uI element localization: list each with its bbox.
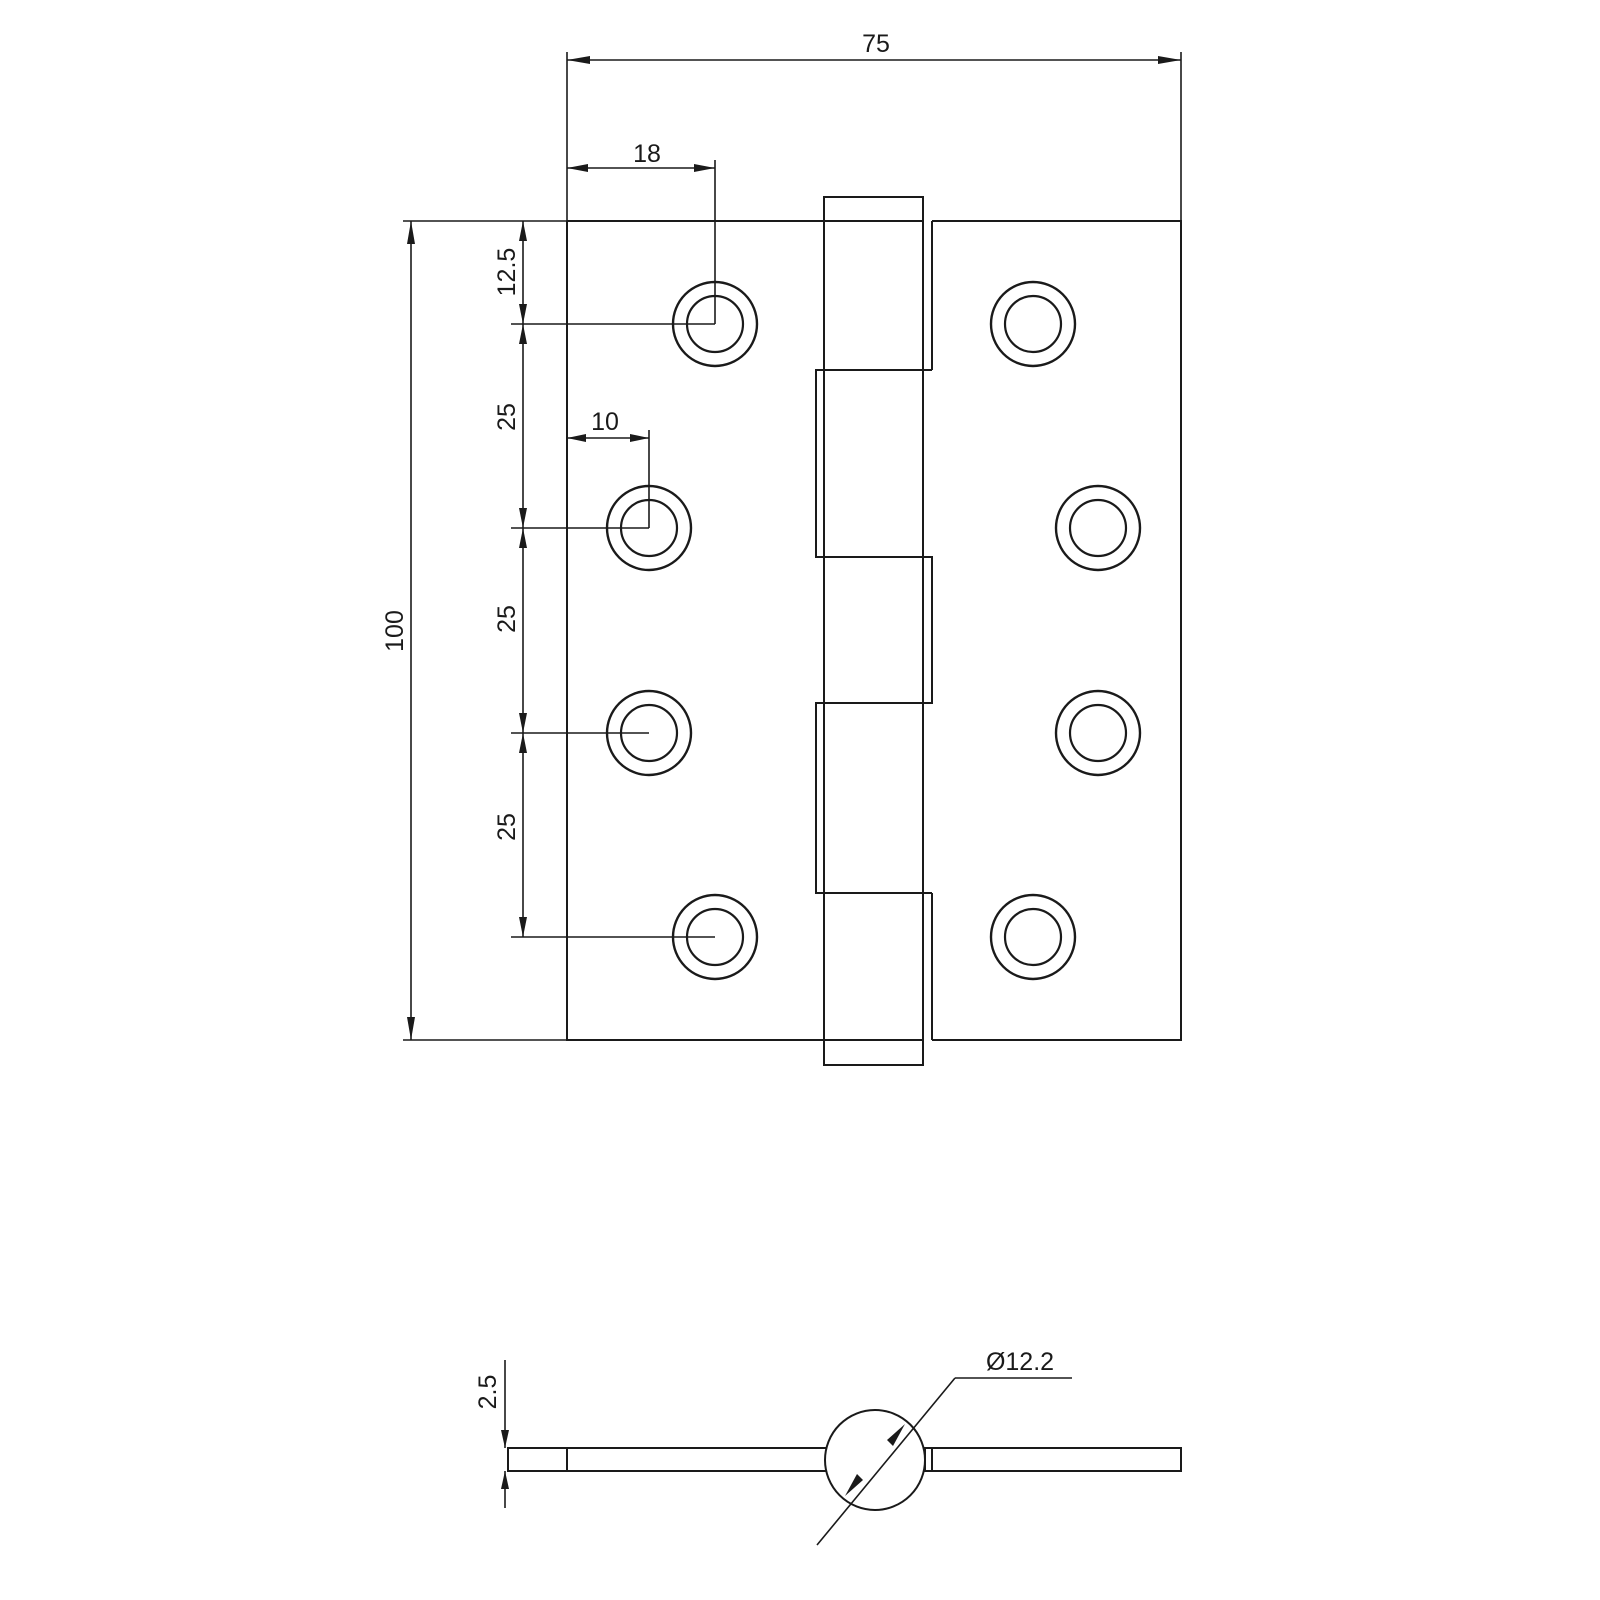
dim-hole-offset-18: 18 bbox=[567, 140, 716, 324]
front-view-dimensions: 75 18 10 100 bbox=[381, 30, 1182, 1041]
screw-hole bbox=[989, 893, 1077, 981]
knuckle-bottom-cap bbox=[823, 1039, 924, 1066]
hinge-knuckles bbox=[815, 196, 933, 1066]
left-leaf-holes bbox=[605, 280, 759, 981]
dim-label-12-5: 12.5 bbox=[493, 248, 521, 297]
side-knuckle-circle bbox=[824, 1409, 926, 1511]
screw-hole bbox=[989, 280, 1077, 368]
screw-hole bbox=[1054, 689, 1142, 777]
dim-label-18: 18 bbox=[633, 140, 661, 168]
right-leaf-outline bbox=[932, 220, 1182, 1041]
dim-hole-offset-10: 10 bbox=[567, 408, 650, 528]
dim-label-25-b: 25 bbox=[493, 605, 521, 633]
dim-label-25-c: 25 bbox=[493, 813, 521, 841]
dim-overall-width: 75 bbox=[566, 30, 1182, 221]
knuckle-4 bbox=[815, 702, 924, 894]
right-leaf-holes bbox=[989, 280, 1142, 981]
dim-label-75: 75 bbox=[862, 30, 890, 58]
dim-leaf-thickness: 2.5 bbox=[474, 1360, 509, 1508]
knuckle-3 bbox=[823, 556, 933, 704]
dim-knuckle-diameter: Ø12.2 bbox=[816, 1348, 1072, 1546]
dim-label-diameter: Ø12.2 bbox=[986, 1348, 1054, 1376]
screw-hole bbox=[1054, 484, 1142, 572]
side-right-leaf bbox=[924, 1447, 1182, 1472]
dim-label-100: 100 bbox=[381, 610, 409, 652]
hinge-front-view bbox=[566, 196, 1182, 1066]
dim-overall-height: 100 bbox=[381, 220, 567, 1041]
side-left-leaf bbox=[507, 1447, 828, 1472]
knuckle-2 bbox=[815, 369, 924, 558]
dim-hole-pitch-chain: 12.5 25 25 25 bbox=[493, 221, 715, 938]
dim-label-10: 10 bbox=[591, 408, 619, 436]
hinge-side-view: 2.5 Ø12.2 bbox=[474, 1348, 1182, 1546]
dim-label-2-5: 2.5 bbox=[474, 1375, 502, 1410]
knuckle-top-cap bbox=[823, 196, 924, 222]
dim-label-25-a: 25 bbox=[493, 403, 521, 431]
